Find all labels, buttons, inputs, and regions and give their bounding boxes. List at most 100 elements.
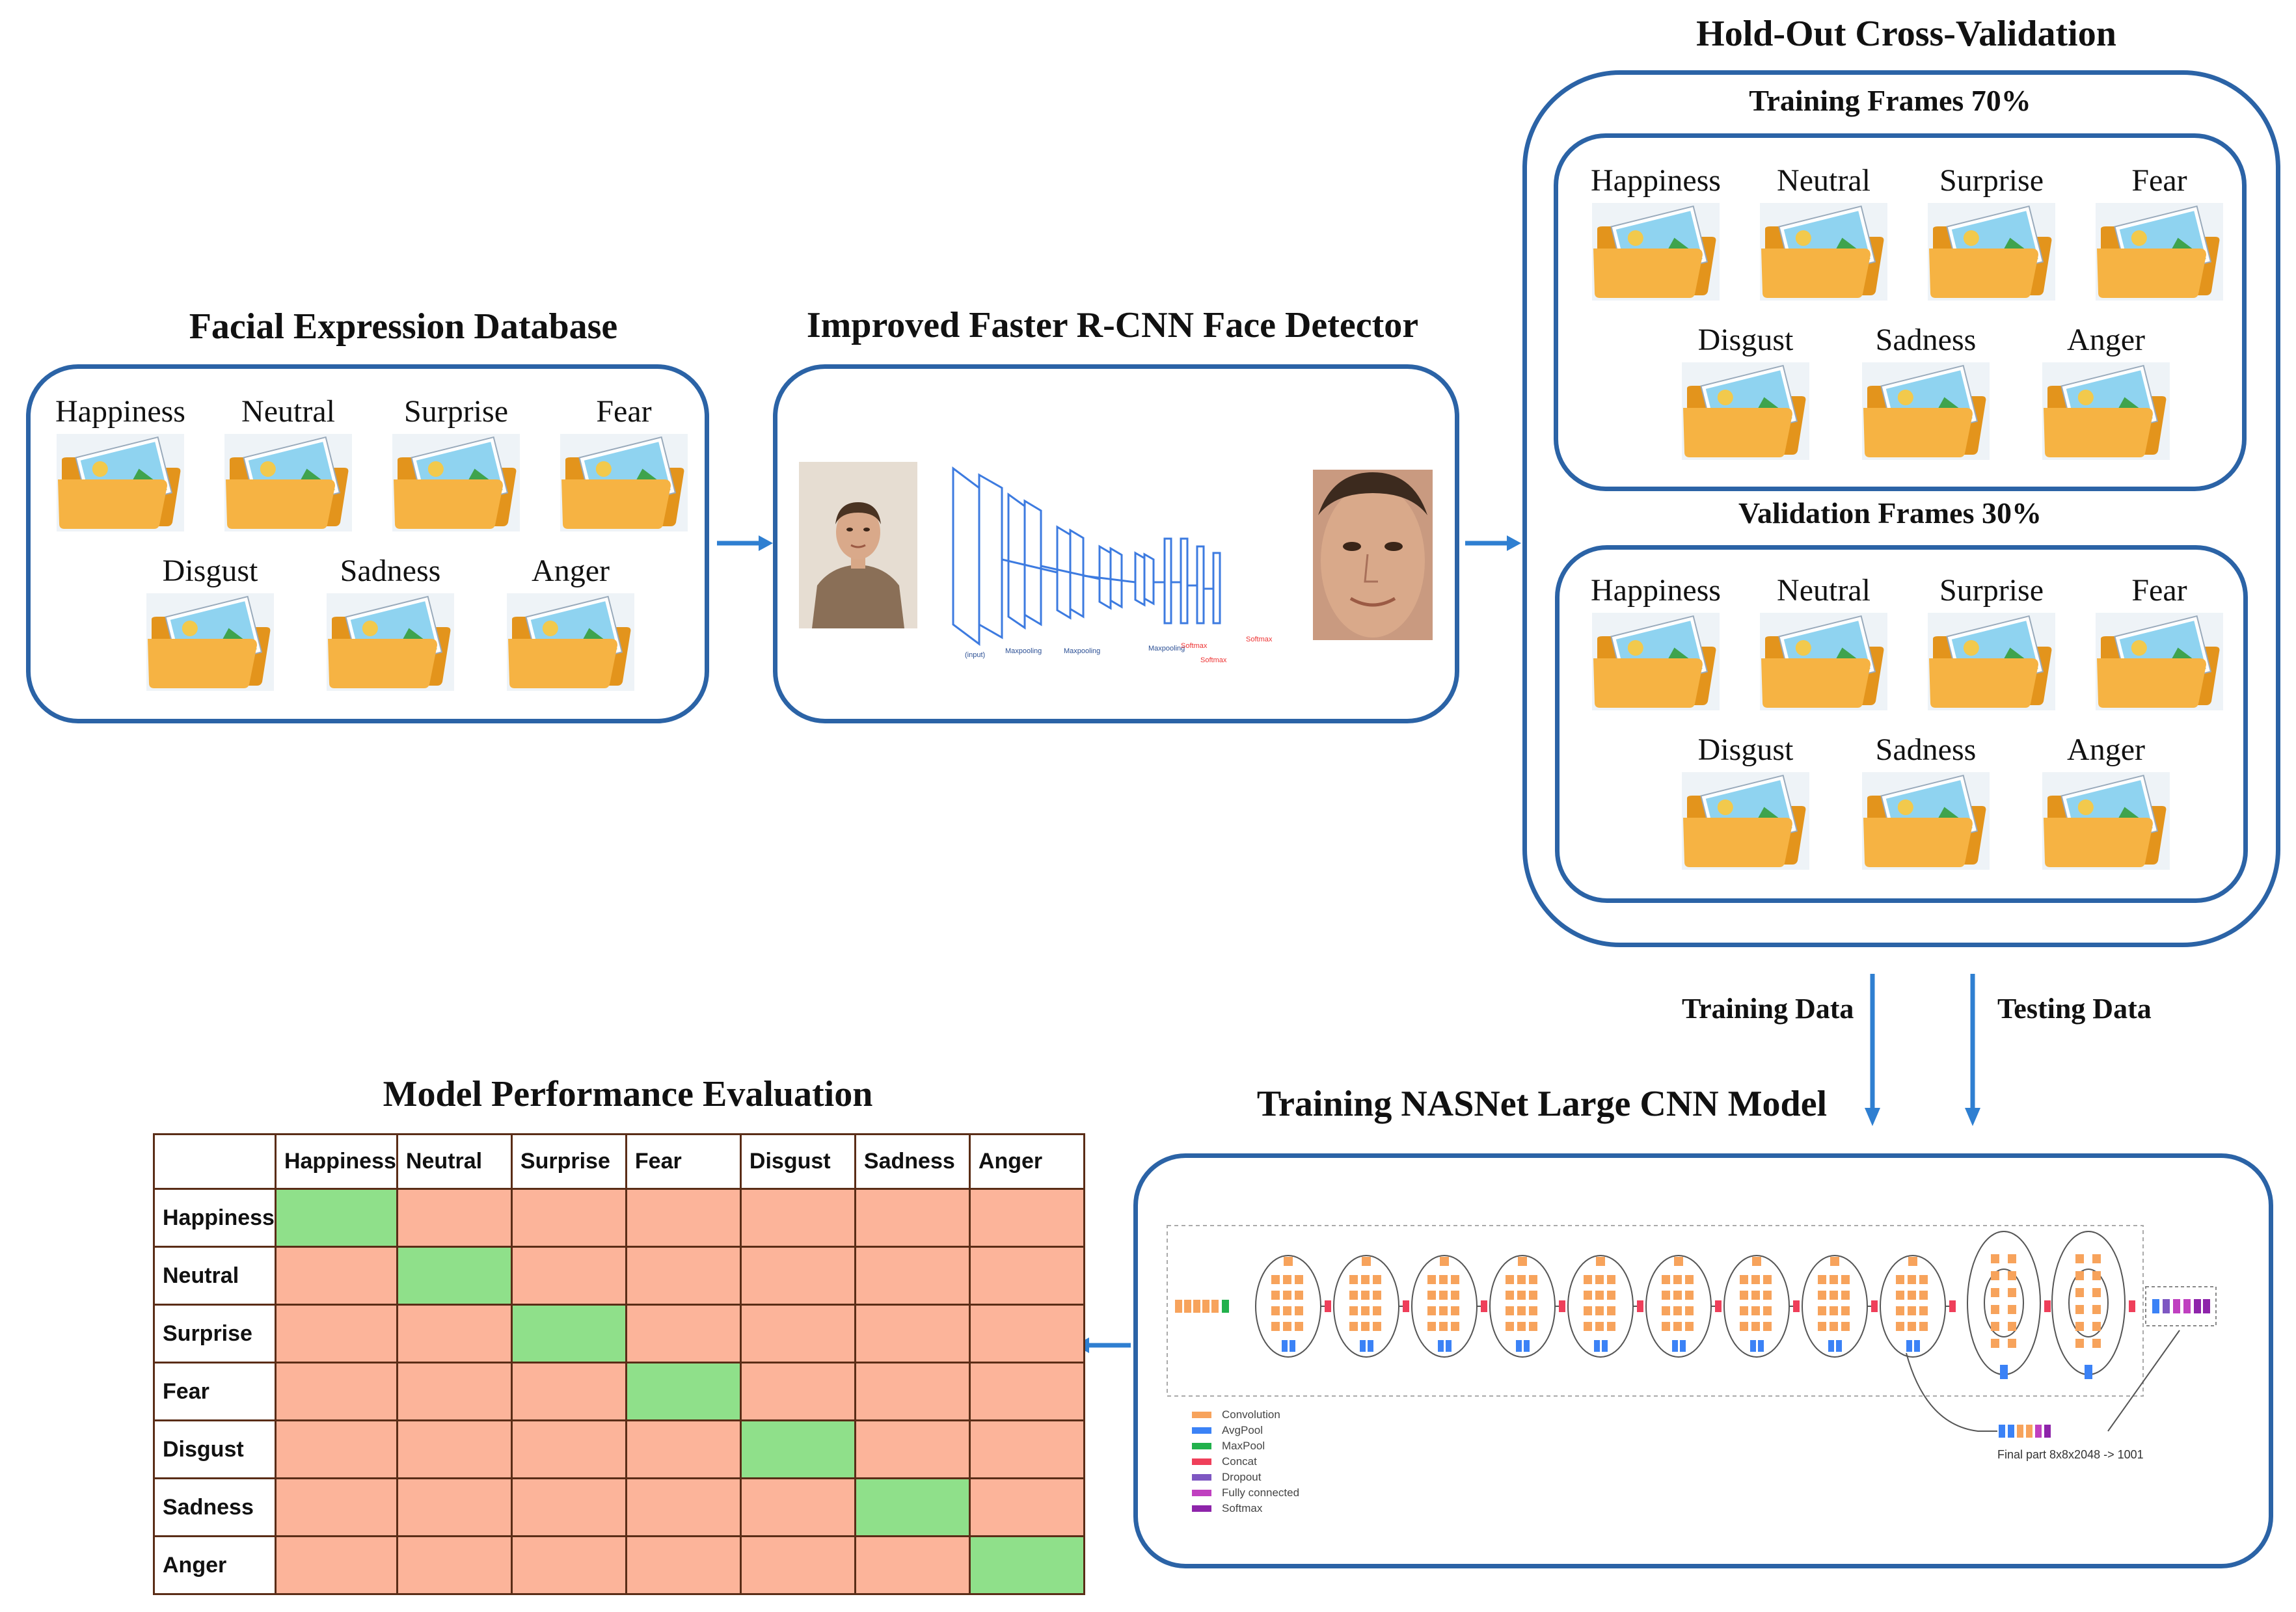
cell-avgpool-block: [1594, 1340, 1600, 1352]
cell-avgpool-block: [1516, 1340, 1522, 1352]
matrix-cell-incorrect: [625, 1188, 742, 1248]
cell-conv-block: [1529, 1291, 1537, 1300]
detector-layer-label: Softmax: [1200, 656, 1227, 664]
cell-conv-block: [1596, 1257, 1605, 1266]
evaluation-title: Model Performance Evaluation: [383, 1074, 873, 1114]
cell-conv-block: [2075, 1271, 2084, 1280]
cell-conv-block: [1517, 1291, 1526, 1300]
cell-conv-block: [2075, 1254, 2084, 1263]
cell-conv-block: [1830, 1257, 1839, 1266]
matrix-cell-incorrect: [739, 1246, 856, 1306]
arrow-training-data: [1865, 974, 1880, 1126]
matrix-cell-incorrect: [854, 1535, 971, 1595]
validation-frames-title: Validation Frames 30%: [1738, 496, 2042, 530]
cell-avgpool-block: [1368, 1340, 1373, 1352]
cell-conv-block: [1529, 1322, 1537, 1331]
cell-conv-block: [1752, 1257, 1761, 1266]
cell-conv-block: [1673, 1322, 1682, 1331]
cell-conv-block: [1349, 1322, 1358, 1331]
database-folder-icon-happiness: [57, 434, 184, 531]
legend-swatch: [1192, 1427, 1211, 1434]
matrix-cell-incorrect: [968, 1304, 1085, 1363]
cell-conv-block: [1607, 1291, 1615, 1300]
cell-conv-block: [2075, 1322, 2084, 1331]
cell-conv-block: [1506, 1306, 1514, 1315]
cell-conv-block: [1349, 1291, 1358, 1300]
input-person-photo: [799, 462, 917, 628]
cell-conv-block: [1284, 1257, 1293, 1266]
cell-conv-block: [1607, 1306, 1615, 1315]
legend-label: Convolution: [1222, 1408, 1280, 1421]
matrix-cell-correct: [968, 1535, 1085, 1595]
cell-conv-block: [1991, 1254, 1999, 1263]
matrix-cell-correct: [396, 1246, 513, 1306]
detector-title: Improved Faster R-CNN Face Detector: [806, 305, 1419, 345]
cell-conv-block: [1283, 1291, 1291, 1300]
matrix-cell-incorrect: [854, 1246, 971, 1306]
cell-conv-block: [1896, 1322, 1904, 1331]
matrix-cell-incorrect: [739, 1535, 856, 1595]
database-folder-icon-neutral: [224, 434, 352, 531]
cell-conv-block: [1517, 1275, 1526, 1284]
matrix-cell-incorrect: [739, 1477, 856, 1537]
cell-conv-block: [2075, 1288, 2084, 1297]
final-head-block: [2152, 1299, 2159, 1313]
training-folder-icon-anger: [2042, 362, 2170, 460]
cell-conv-block: [1295, 1291, 1303, 1300]
cell-conv-block: [1685, 1291, 1694, 1300]
cell-conv-block: [1841, 1291, 1850, 1300]
training-folder-icon-happiness: [1592, 203, 1720, 301]
cell-concat-block: [1325, 1300, 1331, 1312]
cell-conv-block: [1595, 1322, 1604, 1331]
cell-conv-block: [1991, 1305, 1999, 1314]
database-label-anger: Anger: [532, 554, 610, 588]
cell-conv-block: [1908, 1257, 1917, 1266]
holdout-title: Hold-Out Cross-Validation: [1696, 14, 2116, 54]
cell-conv-block: [2092, 1271, 2101, 1280]
cell-conv-block: [2092, 1305, 2101, 1314]
cell-conv-block: [1991, 1322, 1999, 1331]
cell-conv-block: [1919, 1322, 1928, 1331]
stem-conv-block: [1202, 1300, 1209, 1313]
aux-head-block: [2044, 1425, 2051, 1438]
cell-conv-block: [1584, 1306, 1592, 1315]
cell-conv-block: [1685, 1306, 1694, 1315]
matrix-column-header: Anger: [968, 1133, 1085, 1190]
matrix-cell-incorrect: [625, 1477, 742, 1537]
database-folder-icon-surprise: [392, 434, 520, 531]
cell-avgpool-block: [1438, 1340, 1444, 1352]
cell-conv-block: [2075, 1339, 2084, 1348]
training-data-label: Training Data: [1682, 993, 1854, 1025]
legend-swatch: [1192, 1412, 1211, 1418]
cell-conv-block: [1517, 1306, 1526, 1315]
final-part-note: Final part 8x8x2048 -> 1001: [1997, 1448, 2144, 1461]
validation-folder-icon-anger: [2042, 772, 2170, 870]
database-label-happiness: Happiness: [55, 394, 185, 429]
cell-conv-block: [2092, 1339, 2101, 1348]
arrow-testing-data: [1965, 974, 1980, 1126]
final-head-block: [2183, 1299, 2191, 1313]
cell-conv-block: [1584, 1291, 1592, 1300]
cell-conv-block: [2092, 1288, 2101, 1297]
final-head-block: [2173, 1299, 2180, 1313]
cell-conv-block: [1439, 1322, 1448, 1331]
cell-avgpool-block: [1828, 1340, 1834, 1352]
cell-conv-block: [1830, 1306, 1838, 1315]
database-folder-icon-sadness: [327, 593, 454, 691]
cell-conv-block: [1451, 1322, 1459, 1331]
cell-conv-block: [1506, 1322, 1514, 1331]
cell-conv-block: [1271, 1275, 1280, 1284]
arrow-database-to-detector: [717, 535, 773, 551]
matrix-cell-incorrect: [510, 1246, 627, 1306]
cell-conv-block: [1919, 1291, 1928, 1300]
nasnet-outline: [1167, 1225, 2144, 1397]
cell-conv-block: [1271, 1322, 1280, 1331]
training-label-anger: Anger: [2067, 323, 2145, 357]
aux-head-block: [2026, 1425, 2033, 1438]
cell-conv-block: [1662, 1322, 1670, 1331]
cell-concat-block: [1559, 1300, 1565, 1312]
cell-conv-block: [1349, 1306, 1358, 1315]
cell-conv-block: [1595, 1306, 1604, 1315]
legend-label: AvgPool: [1222, 1424, 1263, 1436]
cell-avgpool-block: [1524, 1340, 1530, 1352]
